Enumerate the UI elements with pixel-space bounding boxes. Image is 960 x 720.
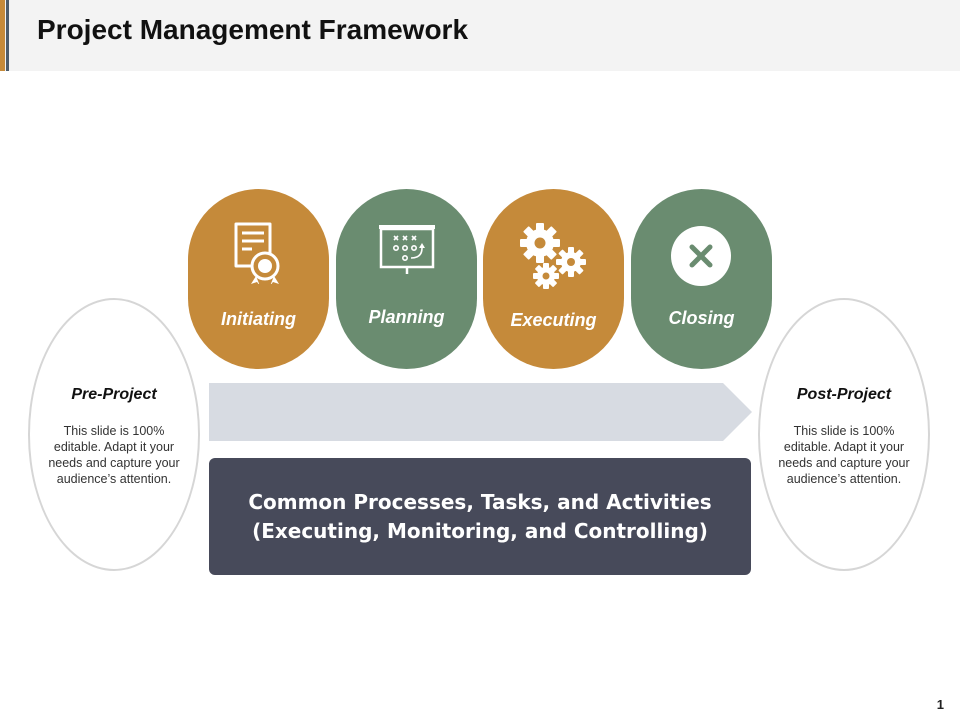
strategy-board-icon [379,225,435,274]
phase-initiating: Initiating [188,189,329,369]
post-project-title: Post-Project [796,386,892,403]
header-bar: Project Management Framework [0,0,960,71]
phase-planning: Planning [336,189,477,369]
post-project-text: This slide is 100% editable. Adapt it yo… [778,424,910,486]
phase-label-executing: Executing [510,310,597,330]
pre-project-title: Pre-Project [71,386,157,403]
page-title: Project Management Framework [37,14,469,45]
phase-label-planning: Planning [368,307,445,327]
certificate-icon [234,222,280,284]
post-project-panel: Post-Project This slide is 100% editable… [758,298,930,571]
pre-project-text: This slide is 100% editable. Adapt it yo… [48,424,180,486]
phase-closing: Closing [631,189,772,369]
pre-project-panel: Pre-Project This slide is 100% editable.… [28,298,200,571]
close-icon [671,226,731,286]
common-processes-line2: (Executing, Monitoring, and Controlling) [252,519,708,543]
common-processes-box: Common Processes, Tasks, and Activities … [209,458,751,575]
phase-executing: Executing [483,189,624,369]
page-number: 1 [936,697,944,712]
phase-label-initiating: Initiating [221,309,296,329]
process-flow-arrow [209,383,752,441]
header-accent-amber [0,0,5,71]
gears-icon [520,223,586,289]
phase-label-closing: Closing [668,308,735,328]
common-processes-line1: Common Processes, Tasks, and Activities [248,490,712,514]
header-accent-slate [6,0,9,71]
